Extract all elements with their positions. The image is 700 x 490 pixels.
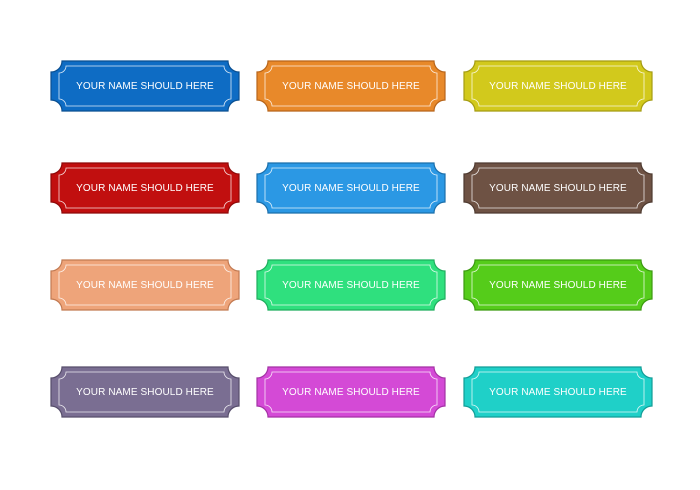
plaque-frame-icon: [256, 259, 446, 311]
name-plaque-magenta: YOUR NAME SHOULD HERE: [256, 366, 446, 418]
name-plaque-red: YOUR NAME SHOULD HERE: [50, 162, 240, 214]
name-plaque-teal: YOUR NAME SHOULD HERE: [463, 366, 653, 418]
name-plaque-light-blue: YOUR NAME SHOULD HERE: [256, 162, 446, 214]
name-plaque-blue: YOUR NAME SHOULD HERE: [50, 60, 240, 112]
plaque-label: YOUR NAME SHOULD HERE: [76, 80, 214, 92]
plaque-label: YOUR NAME SHOULD HERE: [76, 386, 214, 398]
plaque-label: YOUR NAME SHOULD HERE: [282, 182, 420, 194]
plaque-frame-icon: [463, 162, 653, 214]
plaque-frame-icon: [256, 366, 446, 418]
plaque-label: YOUR NAME SHOULD HERE: [489, 80, 627, 92]
plaque-label: YOUR NAME SHOULD HERE: [489, 386, 627, 398]
plaque-label: YOUR NAME SHOULD HERE: [489, 182, 627, 194]
name-plaque-peach: YOUR NAME SHOULD HERE: [50, 259, 240, 311]
plaque-label: YOUR NAME SHOULD HERE: [282, 279, 420, 291]
plaque-frame-icon: [50, 259, 240, 311]
plaque-frame-icon: [256, 60, 446, 112]
name-plaque-orange: YOUR NAME SHOULD HERE: [256, 60, 446, 112]
plaque-frame-icon: [463, 366, 653, 418]
name-plaque-green: YOUR NAME SHOULD HERE: [256, 259, 446, 311]
plaque-label: YOUR NAME SHOULD HERE: [282, 386, 420, 398]
name-plaque-lime: YOUR NAME SHOULD HERE: [463, 259, 653, 311]
plaque-label: YOUR NAME SHOULD HERE: [282, 80, 420, 92]
plaque-label: YOUR NAME SHOULD HERE: [489, 279, 627, 291]
plaque-frame-icon: [50, 162, 240, 214]
plaque-frame-icon: [463, 60, 653, 112]
plaque-frame-icon: [50, 60, 240, 112]
plaque-frame-icon: [256, 162, 446, 214]
plaque-frame-icon: [463, 259, 653, 311]
name-plaque-brown: YOUR NAME SHOULD HERE: [463, 162, 653, 214]
plaque-label: YOUR NAME SHOULD HERE: [76, 182, 214, 194]
name-plaque-yellow: YOUR NAME SHOULD HERE: [463, 60, 653, 112]
plaque-label: YOUR NAME SHOULD HERE: [76, 279, 214, 291]
plaque-frame-icon: [50, 366, 240, 418]
name-plaque-purple-gray: YOUR NAME SHOULD HERE: [50, 366, 240, 418]
